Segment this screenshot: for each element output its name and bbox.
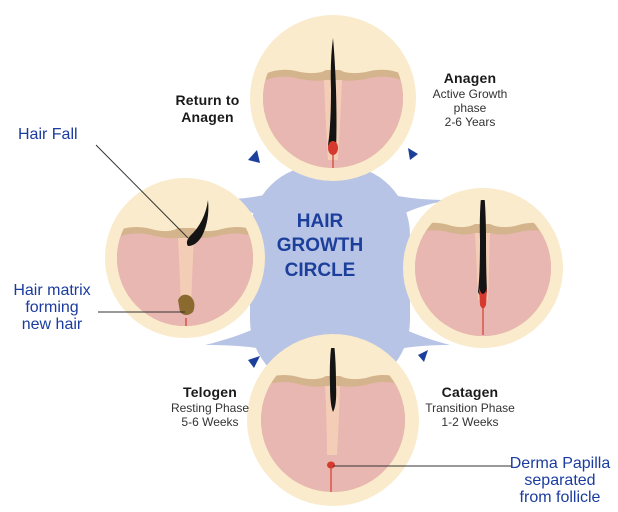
catagen-follicle-circle [403, 182, 563, 350]
center-title: HAIR GROWTH CIRCLE [270, 210, 370, 283]
return-title-1: Return to [160, 92, 255, 109]
anagen-line-1: Active Growth [420, 87, 520, 101]
center-title-line-2: GROWTH [270, 234, 370, 258]
derma-papilla-line-1: Derma Papilla [505, 456, 615, 473]
anagen-line-2: phase [420, 101, 520, 115]
anagen-follicle-circle [250, 15, 416, 200]
derma-papilla-callout: Derma Papilla separated from follicle [505, 456, 615, 506]
return-title-2: Anagen [160, 109, 255, 126]
papilla-separated-follicle-circle [247, 334, 419, 510]
return-to-anagen-label: Return to Anagen [160, 92, 255, 125]
hair-fall-text: Hair Fall [18, 127, 108, 144]
arrow-top-right [408, 148, 418, 160]
center-title-line-1: HAIR [270, 210, 370, 234]
anagen-title: Anagen [420, 70, 520, 87]
hair-matrix-callout: Hair matrix forming new hair [2, 283, 102, 333]
catagen-label: Catagen Transition Phase 1-2 Weeks [410, 384, 530, 429]
catagen-title: Catagen [410, 384, 530, 401]
telogen-line-1: Resting Phase [160, 401, 260, 415]
anagen-line-3: 2-6 Years [420, 115, 520, 129]
anagen-label: Anagen Active Growth phase 2-6 Years [420, 70, 520, 129]
arrow-bottom-right [418, 350, 428, 362]
telogen-follicle-circle [105, 178, 265, 340]
hair-matrix-line-3: new hair [2, 317, 102, 334]
catagen-line-1: Transition Phase [410, 401, 530, 415]
center-title-line-3: CIRCLE [270, 259, 370, 283]
telogen-line-2: 5-6 Weeks [160, 415, 260, 429]
derma-papilla-line-2: separated [505, 473, 615, 490]
catagen-line-2: 1-2 Weeks [410, 415, 530, 429]
telogen-label: Telogen Resting Phase 5-6 Weeks [160, 384, 260, 429]
hair-matrix-line-2: forming [2, 300, 102, 317]
derma-papilla-line-3: from follicle [505, 490, 615, 507]
arrow-bottom-left [248, 356, 260, 368]
hair-fall-callout: Hair Fall [18, 127, 108, 144]
arrow-top-left [248, 150, 260, 163]
telogen-title: Telogen [160, 384, 260, 401]
hair-matrix-line-1: Hair matrix [2, 283, 102, 300]
